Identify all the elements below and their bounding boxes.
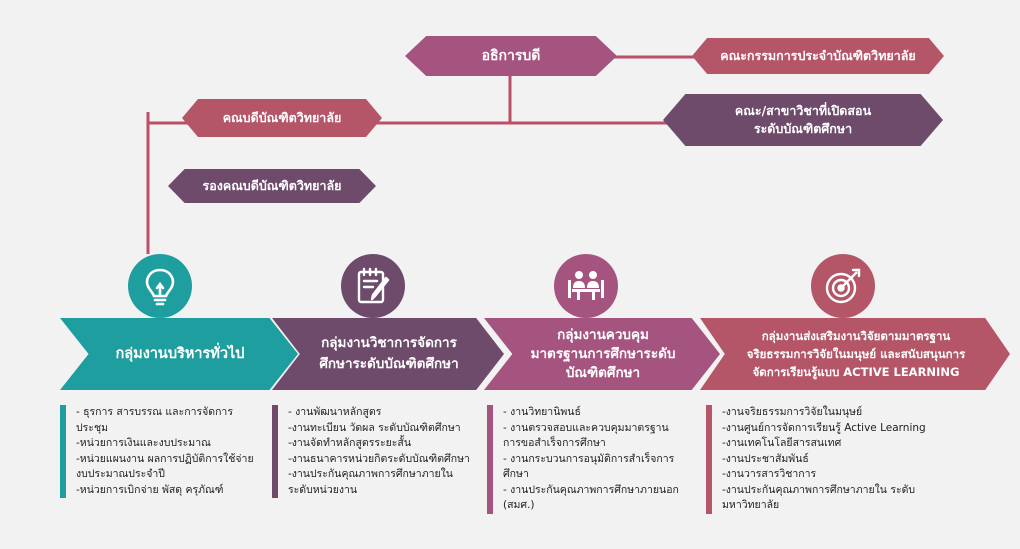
grad-dean-box: คณบดีบัณฑิตวิทยาลัย (182, 99, 382, 137)
list-item: - งานตรวจสอบและควบคุมมาตรฐานการขอสำเร็จก… (503, 421, 669, 450)
faculties-box: คณะ/สาขาวิชาที่เปิดสอน ระดับบัณฑิตศึกษา (663, 94, 943, 146)
list-item: -งานทะเบียน วัดผล ระดับบัณฑิตศึกษา (288, 421, 461, 434)
committee-label: คณะกรรมการประจำบัณฑิตวิทยาลัย (720, 48, 916, 63)
list-item: -งานประกันคุณภาพการศึกษาภายในระดับหน่วยง… (288, 468, 453, 496)
list-item: - งานกระบวนการอนุมัติการสำเร็จการศึกษา (503, 452, 675, 481)
list-item: - งานวิทยานิพนธ์ (503, 406, 581, 418)
list-item: -หน่วยแผนงาน ผลการปฏิบัติการใช้จ่ายงบประ… (76, 452, 254, 481)
faculties-label-line1: คณะ/สาขาวิชาที่เปิดสอน (734, 103, 872, 118)
group3-title-line: บัณฑิตศึกษา (565, 364, 641, 381)
vice-dean-box: รองคณบดีบัณฑิตวิทยาลัย (168, 169, 376, 203)
notepad-pencil-icon (357, 267, 390, 304)
list-item: - งานประกันคุณภาพการศึกษาภายนอก (สมศ.) (503, 483, 679, 512)
list-item: -งานศูนย์การจัดการเรียนรู้ Active Learni… (722, 421, 926, 434)
group3-title-line: มาตรฐานการศึกษาระดับ (530, 345, 676, 362)
list-item: -หน่วยการเงินและงบประมาณ (76, 437, 211, 449)
list-item: - ธุรการ สารบรรณ และการจัดการประชุม (76, 406, 233, 434)
group4-header: กลุ่มงานส่งเสริมงานวิจัยตามมาตรฐาน จริยธ… (700, 318, 1010, 390)
group1-items: - ธุรการ สารบรรณ และการจัดการประชุม -หน่… (60, 405, 255, 498)
group4-title-line: จัดการเรียนรู้แบบ ACTIVE LEARNING (752, 365, 960, 379)
list-item: - งานพัฒนาหลักสูตร (288, 406, 382, 418)
list-item: -งานประกันคุณภาพการศึกษาภายใน ระดับมหาวิ… (722, 483, 916, 512)
group4-title-line: จริยธรรมการวิจัยในมนุษย์ และสนับสนุนการ (746, 347, 966, 361)
meeting-icon (568, 271, 604, 300)
group2-header: กลุ่มงานวิชาการจัดการ ศึกษาระดับบัณฑิตศึ… (272, 318, 504, 390)
list-item: -งานจัดทำหลักสูตรระยะสั้น (288, 437, 412, 449)
group1-icon-circle (128, 254, 192, 318)
group3-header: กลุ่มงานควบคุม มาตรฐานการศึกษาระดับ บัณฑ… (484, 318, 720, 390)
lightbulb-icon (145, 268, 175, 306)
group2-icon-circle (341, 254, 405, 318)
group3-title: กลุ่มงานควบคุม มาตรฐานการศึกษาระดับ บัณฑ… (531, 326, 676, 383)
group1-title: กลุ่มงานบริหารทั่วไป (115, 344, 244, 365)
faculties-label-line2: ระดับบัณฑิตศึกษา (753, 121, 853, 136)
group2-items: - งานพัฒนาหลักสูตร -งานทะเบียน วัดผล ระด… (272, 405, 470, 498)
group2-title-line: ศึกษาระดับบัณฑิตศึกษา (319, 356, 459, 372)
vice-dean-label: รองคณบดีบัณฑิตวิทยาลัย (202, 178, 342, 193)
group3-items: - งานวิทยานิพนธ์ - งานตรวจสอบและควบคุมมา… (487, 405, 685, 514)
group3-title-line: กลุ่มงานควบคุม (557, 326, 649, 343)
dean-box: อธิการบดี (405, 36, 617, 76)
list-item: -งานจริยธรรมการวิจัยในมนุษย์ (722, 406, 863, 418)
group2-title: กลุ่มงานวิชาการจัดการ ศึกษาระดับบัณฑิตศึ… (319, 333, 458, 375)
group4-title-line: กลุ่มงานส่งเสริมงานวิจัยตามมาตรฐาน (761, 329, 951, 343)
group3-icon-circle (554, 254, 618, 318)
group4-title: กลุ่มงานส่งเสริมงานวิจัยตามมาตรฐาน จริยธ… (747, 327, 966, 381)
group4-items: -งานจริยธรรมการวิจัยในมนุษย์ -งานศูนย์กา… (706, 405, 936, 514)
group1-title-line: กลุ่มงานบริหารทั่วไป (115, 345, 245, 362)
committee-box: คณะกรรมการประจำบัณฑิตวิทยาลัย (692, 38, 944, 74)
group4-icon-circle (811, 254, 875, 318)
group2-title-line: กลุ่มงานวิชาการจัดการ (321, 335, 457, 351)
group1-header: กลุ่มงานบริหารทั่วไป (60, 318, 298, 390)
list-item: -หน่วยการเบิกจ่าย พัสดุ ครุภัณฑ์ (76, 483, 224, 496)
list-item: -งานเทคโนโลยีสารสนเทศ (722, 437, 842, 449)
dean-label: อธิการบดี (481, 48, 541, 64)
list-item: -งานประชาสัมพันธ์ (722, 452, 809, 465)
list-item: -งานวารสารวิชาการ (722, 468, 817, 480)
target-icon (825, 268, 861, 304)
list-item: -งานธนาคารหน่วยกิตระดับบัณฑิตศึกษา (288, 452, 470, 465)
grad-dean-label: คณบดีบัณฑิตวิทยาลัย (222, 110, 342, 125)
